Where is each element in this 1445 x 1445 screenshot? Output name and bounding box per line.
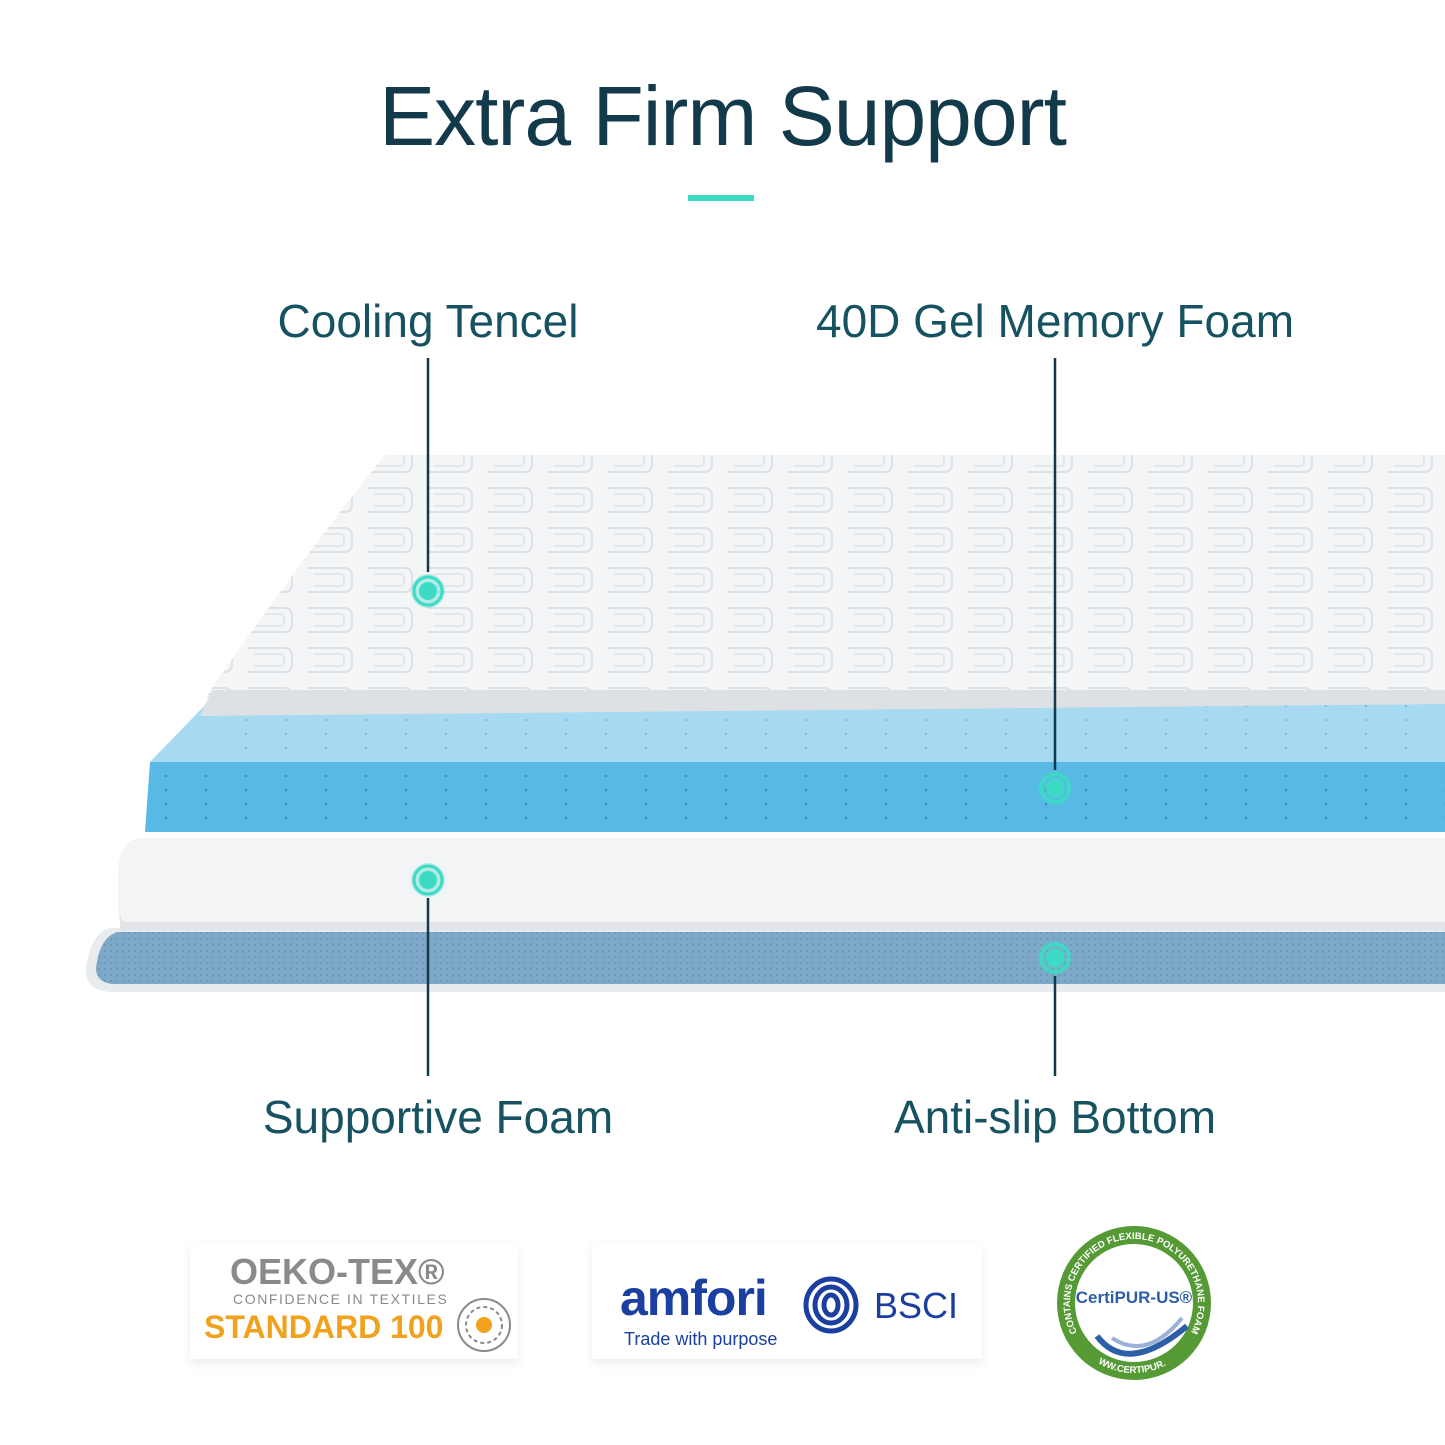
- label-cooling-tencel: Cooling Tencel: [277, 295, 579, 347]
- svg-text:CONTAINS CERTIFIED FLEXIBLE PO: CONTAINS CERTIFIED FLEXIBLE POLYURETHANE…: [1062, 1231, 1206, 1336]
- marker-cooling-tencel: [411, 574, 445, 608]
- amfori-spiral-icon: [803, 1276, 859, 1334]
- oeko-tex-name: OEKO-TEX®: [230, 1251, 445, 1292]
- gel-memory-foam-layer: [145, 700, 1445, 832]
- supportive-foam-layer: [118, 838, 1445, 930]
- anti-slip-bottom-layer: [85, 928, 1445, 992]
- leader-lines: [426, 358, 1057, 1076]
- marker-gel-foam: [1038, 771, 1072, 805]
- marker-anti-slip: [1038, 941, 1072, 975]
- amfori-bsci: BSCI: [874, 1285, 959, 1326]
- amfori-name: amfori: [620, 1270, 768, 1326]
- certipur-name: CertiPUR-US®: [1075, 1288, 1193, 1307]
- label-gel-memory-foam: 40D Gel Memory Foam: [815, 295, 1295, 347]
- oeko-tex-tagline: CONFIDENCE IN TEXTILES: [233, 1291, 449, 1307]
- oeko-tex-flower-icon: [457, 1298, 511, 1352]
- cooling-tencel-layer: [200, 455, 1445, 716]
- label-anti-slip-bottom: Anti-slip Bottom: [893, 1091, 1217, 1143]
- label-supportive-foam: Supportive Foam: [262, 1091, 614, 1143]
- title-underline: [688, 195, 754, 201]
- marker-dots: [411, 574, 1072, 975]
- certipur-ring-top: CONTAINS CERTIFIED FLEXIBLE POLYURETHANE…: [1062, 1231, 1206, 1336]
- marker-supportive-foam: [411, 863, 445, 897]
- oeko-tex-logo: OEKO-TEX® CONFIDENCE IN TEXTILES STANDAR…: [190, 1243, 518, 1359]
- certipur-us-logo: CONTAINS CERTIFIED FLEXIBLE POLYURETHANE…: [1057, 1226, 1211, 1380]
- amfori-tagline: Trade with purpose: [624, 1329, 778, 1349]
- certipur-ring-text: CONTAINS CERTIFIED FLEXIBLE POLYURETHANE…: [1057, 1226, 1206, 1376]
- page-title: Extra Firm Support: [379, 69, 1067, 163]
- amfori-bsci-logo: amfori BSCI Trade with purpose: [592, 1243, 982, 1359]
- oeko-tex-standard: STANDARD 100: [204, 1309, 444, 1345]
